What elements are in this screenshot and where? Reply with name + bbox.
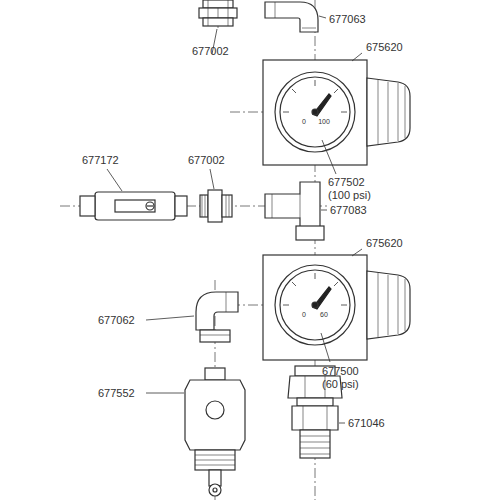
part-number: 677083 [330,204,367,216]
dial-scale-number: 100 [318,118,330,126]
part-number: 671046 [348,417,385,429]
part-number: 677002 [192,45,229,57]
dial-scale-number: 0 [302,118,306,126]
part-number: 677063 [329,13,366,25]
part-number: 675620 [366,237,403,249]
part-number: 677062 [98,314,135,326]
part-number: 675620 [366,41,403,53]
part-number: 677002 [188,154,225,166]
part-number: 677172 [82,154,119,166]
dial-scale-number: 0 [302,311,306,319]
part-number: 677502 [328,176,365,188]
part-number: (100 psi) [328,189,371,201]
part-number: 677500 [322,365,359,377]
part-number: (60 psi) [322,378,359,390]
dial-scale-number: 60 [320,311,328,319]
part-number: 677552 [98,387,135,399]
